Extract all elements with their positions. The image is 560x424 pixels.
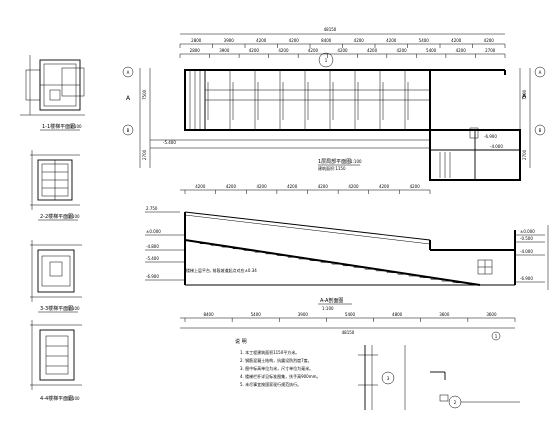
note-line-1: 1. 本工程建筑面积1150平方米。: [240, 349, 299, 355]
top-dim-b-1: 3900: [219, 48, 230, 53]
notes-block: 说 明 1. 本工程建筑面积1150平方米。 2. 钢筋混凝土结构，抗震设防烈度…: [235, 338, 321, 387]
axis-bubble-left-top: A: [127, 70, 130, 75]
top-dim-b-6: 4200: [367, 48, 378, 53]
wall-detail-bottom: 3 2: [358, 345, 520, 410]
section-dim-6: 3600: [486, 312, 497, 317]
section-total-dim: 48150: [342, 330, 355, 335]
plan-bottom-dim-1: 4200: [226, 184, 237, 189]
top-dim-a-3: 4200: [289, 38, 300, 43]
detail-1-title: 1-1楼梯平面图: [42, 123, 75, 130]
plan-level-left: -5.400: [163, 140, 176, 145]
note-line-2: 2. 钢筋混凝土结构，抗震设防烈度7度。: [240, 357, 312, 363]
detail-2: 2-2楼梯平面图 1:100: [30, 150, 80, 221]
detail-3-scale: 1:100: [68, 306, 80, 311]
plan-interior-grid: [204, 70, 430, 130]
top-dim-a-8: 4200: [451, 38, 462, 43]
top-dimension-row-2: 2800 3900 4200 4200 4200 4200 4200 4200 5400 4200…: [179, 48, 506, 58]
right-dim-2: 2700: [522, 149, 527, 160]
section-dim-0: 8400: [203, 312, 214, 317]
top-dim-a-6: 4200: [386, 38, 397, 43]
section-aa: 2.750 ±0.000 -4.800 -5.400 -6.900 ±0.000…: [145, 206, 549, 341]
section-level-left-1: 2.750: [146, 206, 158, 211]
section-level-left-5: -6.900: [146, 274, 159, 279]
left-dim-1: 7500: [142, 89, 147, 100]
detail-4-scale: 1:100: [68, 396, 80, 401]
top-dim-a-5: 4200: [354, 38, 365, 43]
plan-total-dim: 48150: [324, 27, 337, 32]
section-dim-1: 5400: [251, 312, 262, 317]
section-scale: 1:100: [322, 306, 334, 311]
detail-2-title: 2-2楼梯平面图: [40, 213, 73, 220]
section-level-left-3: -4.800: [146, 244, 159, 249]
top-dim-b-0: 2800: [190, 48, 201, 53]
top-dim-b-10: 2700: [485, 48, 496, 53]
axis-bubble-right-b: B: [539, 128, 542, 133]
section-mark-left: A: [126, 95, 131, 102]
section-level-right-1: ±0.000: [520, 229, 535, 234]
plan-bottom-dim-7: 4200: [410, 184, 421, 189]
top-dim-a-4: 8400: [321, 38, 332, 43]
top-dim-b-2: 4200: [249, 48, 260, 53]
note-line-5: 5. 未尽事宜按国家现行规范执行。: [240, 381, 301, 387]
top-dim-b-8: 5400: [426, 48, 437, 53]
section-dim-2: 3900: [298, 312, 309, 317]
detail-3-title: 3-3楼梯平面图: [40, 305, 73, 312]
plan-bottom-dim-3: 4200: [287, 184, 298, 189]
plan-bottom-dim-5: 4200: [348, 184, 359, 189]
section-note: 楼梯上层平台, 前段坡道起点对应±0.34: [186, 267, 257, 273]
section-mark-right: A: [522, 93, 527, 100]
section-dim-3: 5400: [345, 312, 356, 317]
plan-bottom-dim-4: 4200: [318, 184, 329, 189]
detail-callout-2: 2: [454, 400, 457, 405]
top-dim-a-7: 5400: [419, 38, 430, 43]
plan-bottom-dim-0: 4200: [195, 184, 206, 189]
detail-2-scale: 1:100: [68, 214, 80, 219]
plan-bottom-dimensions: 4200 4200 4200 4200 4200 4200 4200 4200: [184, 184, 431, 194]
note-line-4: 4. 楼梯栏杆详见标准图集，扶手高900mm。: [240, 373, 321, 379]
plan-title: 1层局部平面图: [318, 158, 351, 165]
axis-bubble-right-top: A: [539, 70, 542, 75]
top-dim-b-5: 4200: [337, 48, 348, 53]
top-dim-a-9: 4200: [484, 38, 495, 43]
top-dim-b-4: 4200: [308, 48, 319, 53]
section-level-right-4: -6.900: [520, 276, 533, 281]
section-level-right-3: -4.000: [520, 249, 533, 254]
detail-callout-3: 3: [387, 376, 390, 381]
left-dim-2: 2700: [142, 149, 147, 160]
top-dim-a-2: 4200: [256, 38, 267, 43]
top-dim-a-0: 2800: [191, 38, 202, 43]
notes-heading: 说 明: [235, 338, 247, 345]
plan-level-stair: -4.000: [490, 144, 503, 149]
plan-level-right: -6.900: [484, 134, 497, 139]
note-line-3: 3. 图中标高单位为米，尺寸单位为毫米。: [240, 365, 313, 371]
section-level-right-2: -0.500: [520, 236, 533, 241]
detail-1-scale: 1:100: [70, 124, 82, 129]
section-title: A-A剖面图: [320, 297, 343, 304]
axis-bubble-left-b: B: [127, 128, 130, 133]
top-dim-b-7: 4200: [396, 48, 407, 53]
plan-bottom-dim-2: 4200: [256, 184, 267, 189]
section-level-left-4: -5.400: [146, 256, 159, 261]
detail-4: 4-4楼梯平面图 1:100: [30, 320, 82, 402]
plan-scale: 1:100: [350, 159, 362, 164]
axis-bubble-section-right: 1: [495, 334, 498, 339]
plan-bottom-dim-6: 4200: [379, 184, 390, 189]
top-dim-b-3: 4200: [278, 48, 289, 53]
top-dim-a-1: 3900: [224, 38, 235, 43]
top-dim-b-9: 4200: [456, 48, 467, 53]
plan-area: 建筑面积:1150: [318, 165, 346, 171]
axis-bubble-top: 1: [325, 58, 328, 63]
section-bottom-dimensions: 8400 5400 3900 5400 4800 3600 3600: [184, 312, 516, 322]
detail-4-title: 4-4楼梯平面图: [40, 395, 73, 402]
top-dimension-row-1: 2800 3900 4200 4200 8400 4200 4200 5400 4200 4200: [179, 38, 506, 48]
right-dim-1: 7500: [522, 89, 527, 100]
section-level-left-2: ±0.000: [146, 229, 161, 234]
detail-1: 1-1楼梯平面图 1:100: [20, 55, 85, 131]
section-dim-4: 4800: [392, 312, 403, 317]
section-dim-5: 3600: [439, 312, 450, 317]
detail-3: 3-3楼梯平面图 1:100: [30, 240, 82, 313]
